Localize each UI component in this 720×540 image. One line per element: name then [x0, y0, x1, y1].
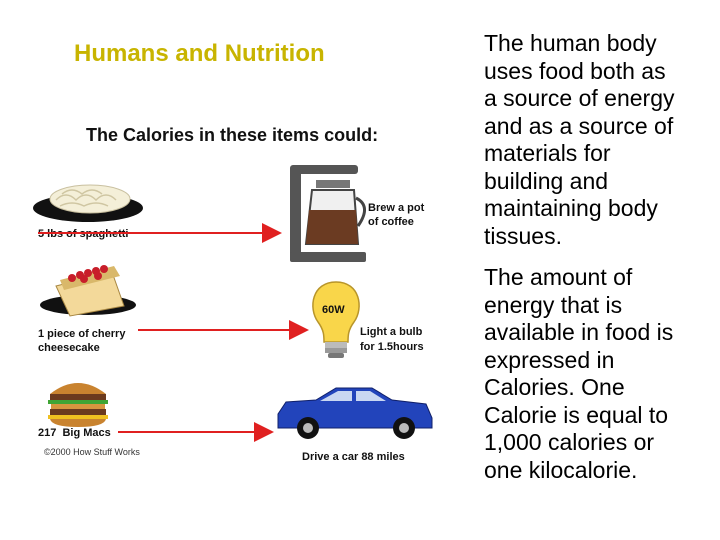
coffee-label-line2: of coffee [368, 216, 414, 228]
cheesecake-label-line1: 1 piece of cherry [38, 328, 126, 340]
bulb-wattage: 60W [322, 304, 345, 316]
bulb-label-line2: for 1.5hours [360, 341, 424, 353]
light-bulb-icon [312, 281, 360, 358]
spaghetti-plate-icon [33, 184, 143, 222]
body-paragraph-1: The human body uses food both as a sourc… [484, 30, 675, 249]
coffee-label-line1: Brew a pot [368, 202, 425, 214]
burger-label: 217 Big Macs [38, 427, 111, 439]
figure-heading: The Calories in these items could: [86, 125, 378, 145]
cheesecake-label-line2: cheesecake [38, 342, 100, 354]
car-label: Drive a car 88 miles [302, 451, 405, 463]
cheesecake-icon [40, 265, 136, 317]
body-paragraph-2: The amount of energy that is available i… [484, 264, 674, 483]
coffee-maker-icon [290, 165, 366, 262]
car-icon [277, 387, 433, 439]
burger-icon [48, 383, 108, 427]
bulb-label-line1: Light a bulb [360, 326, 423, 338]
figure-credit: ©2000 How Stuff Works [44, 447, 140, 457]
slide-title: Humans and Nutrition [74, 40, 325, 67]
